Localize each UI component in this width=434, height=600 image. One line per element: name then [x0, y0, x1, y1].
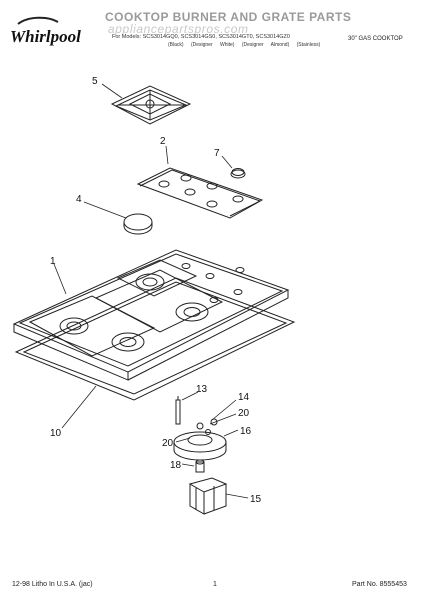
cooktop-main-top	[12, 249, 290, 381]
footer-page-number: 1	[213, 581, 217, 588]
page-title: COOKTOP BURNER AND GRATE PARTS	[105, 10, 352, 24]
brand-wordmark: Whirlpool	[10, 27, 81, 46]
grate-part	[110, 85, 192, 125]
callout-4: 4	[76, 194, 82, 205]
callout-16: 16	[240, 426, 252, 437]
model-list: For Models: SCS3014GQ0, SCS3014GS0, SCS3…	[112, 34, 290, 40]
orifice-part	[195, 459, 205, 473]
burner-base-part	[173, 418, 227, 461]
callout-5: 5	[92, 76, 98, 87]
callout-2: 2	[160, 136, 166, 147]
callout-leaders	[53, 83, 249, 499]
callout-20: 20	[238, 408, 250, 419]
callout-20b: 20	[162, 438, 174, 449]
footer-litho: 12-98 Litho In U.S.A. (jac)	[12, 581, 93, 588]
callout-15: 15	[250, 494, 262, 505]
electrode-part	[175, 396, 181, 425]
callout-7: 7	[214, 148, 220, 159]
burner-cap-part	[123, 213, 153, 235]
callout-10: 10	[50, 428, 62, 439]
watermark: appliancepartspros.com	[108, 22, 249, 36]
burner-cover-panel	[136, 167, 264, 219]
callout-numbers: 5 2 7 4 1 13 14 20 16 20 18 15 10	[50, 76, 262, 505]
exploded-parts-diagram: 5 2 7 4 1 13 14 20 16 20 18 15 10	[12, 76, 296, 515]
knob-cap-part	[230, 168, 246, 179]
cooktop-gasket	[14, 277, 296, 401]
callout-18: 18	[170, 460, 182, 471]
finish-variants: (Black) (Designer White) (Designer Almon…	[168, 42, 321, 48]
valve-bracket-part	[188, 477, 228, 515]
callout-1: 1	[50, 256, 56, 267]
callout-14: 14	[238, 392, 250, 403]
callout-13: 13	[196, 384, 208, 395]
footer-part-number: Part No. 8555453	[352, 581, 407, 588]
whirlpool-logo: Whirlpool	[10, 16, 81, 46]
product-label: 30" GAS COOKTOP	[348, 36, 403, 42]
